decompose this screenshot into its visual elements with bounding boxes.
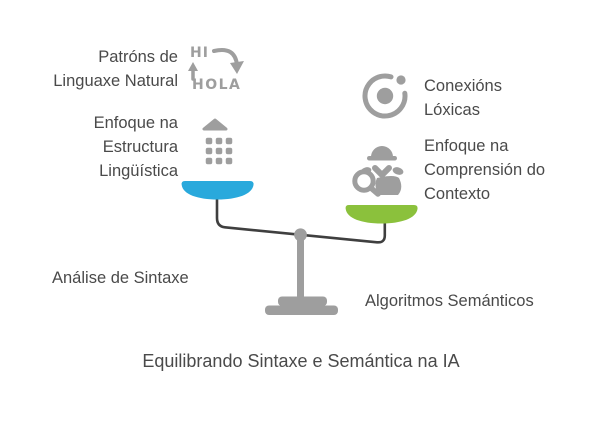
grid-dot: [215, 157, 223, 165]
translation-icon-word-bottom: HOLA: [192, 77, 242, 93]
label-line: Patróns de: [98, 48, 178, 66]
translation-icon: HI HOLA: [185, 40, 251, 102]
label-line: Estructura: [102, 138, 178, 156]
label-line: Comprensión do: [424, 161, 546, 179]
scale-pole: [297, 238, 304, 298]
label-logical-connections: Conexións Lóxicas: [424, 74, 502, 122]
translation-icon-word-top: HI: [190, 45, 209, 61]
label-line: Conexións: [424, 77, 502, 95]
label-line: Lóxicas: [424, 101, 480, 119]
grid-dot: [215, 137, 223, 145]
grid-dots: [205, 137, 233, 165]
label-syntax-analysis: Análise de Sintaxe: [52, 269, 189, 287]
label-line: Enfoque na: [93, 114, 178, 132]
detective-hat-brim: [367, 156, 397, 161]
grid-dot: [225, 157, 233, 165]
label-line: Enfoque na: [424, 137, 509, 155]
translation-icon-arrows: [188, 48, 244, 81]
left-pan-syntax: [181, 181, 254, 200]
grid-dot: [225, 147, 233, 155]
detective-hat: [371, 146, 393, 157]
curved-arrow-head: [230, 61, 244, 74]
scale-base-lower: [265, 305, 338, 315]
context-detective-icon: [352, 146, 404, 197]
label-line: Lingüística: [99, 162, 178, 180]
detective-collar: [372, 165, 392, 178]
diagram-caption: Equilibrando Sintaxe e Semántica na IA: [142, 351, 460, 371]
detective-shoulder-right: [392, 167, 404, 175]
scale-base-upper: [278, 296, 327, 306]
dots-grid-icon: [202, 118, 233, 165]
grid-dot: [205, 137, 213, 145]
label-line: Linguaxe Natural: [53, 72, 178, 90]
up-arrow-head: [188, 62, 198, 71]
right-pan-semantics: [345, 205, 418, 224]
grid-dot: [215, 147, 223, 155]
orbit-satellite-dot: [396, 75, 406, 85]
label-context-comprehension-focus: Enfoque na Comprensión do Contexto: [424, 134, 545, 206]
label-line: Contexto: [424, 185, 491, 203]
grid-dot: [225, 137, 233, 145]
curved-arrow: [212, 48, 239, 67]
label-linguistic-structure-focus: Enfoque na Estructura Lingüística: [20, 111, 178, 183]
grid-dot: [205, 147, 213, 155]
grid-dot: [205, 157, 213, 165]
scale-pivot: [294, 228, 307, 242]
detective-body: [375, 176, 402, 195]
label-semantic-algorithms: Algoritmos Semánticos: [365, 292, 534, 310]
orbit-core-dot: [376, 87, 394, 105]
label-natural-language-patterns: Patróns de Linguaxe Natural: [20, 45, 178, 93]
grid-triangle: [202, 118, 228, 131]
magnifier-lens: [352, 169, 376, 193]
orbit-connections-icon: [362, 73, 408, 119]
orbit-ring: [362, 73, 408, 119]
